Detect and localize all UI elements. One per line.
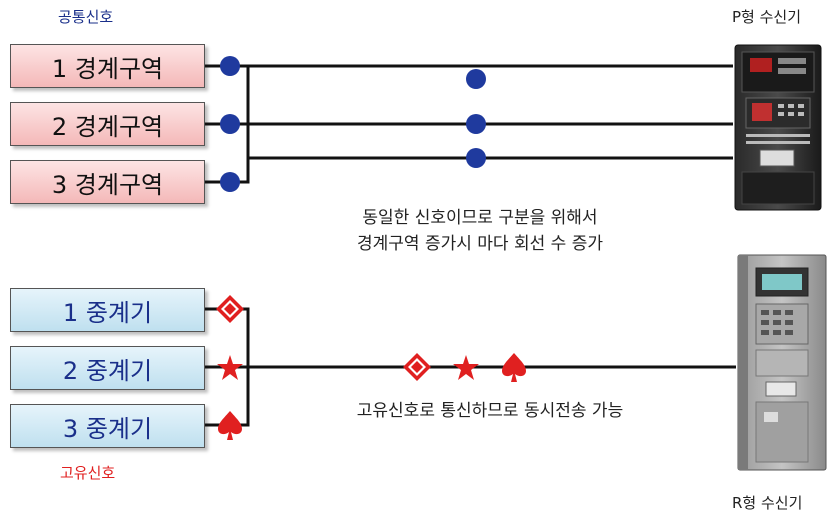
unique-signal-label: 고유신호 xyxy=(60,464,116,482)
repeater-box-3: 3 중계기 xyxy=(10,404,205,448)
spade-marker-line xyxy=(502,353,526,382)
spade-marker-repeater-3 xyxy=(218,411,242,440)
common-signal-markers xyxy=(220,56,486,192)
zone-box-3: 3 경계구역 xyxy=(10,160,205,204)
common-signal-note-line-2: 경계구역 증가시 마다 회선 수 증가 xyxy=(357,234,603,254)
circle-marker-line-2 xyxy=(466,114,486,134)
common-signal-label: 공통신호 xyxy=(58,8,114,26)
unique-signal-markers xyxy=(216,295,526,440)
r-type-receiver-label: R형 수신기 xyxy=(732,494,803,512)
p-type-receiver-label: P형 수신기 xyxy=(732,8,802,26)
star-marker-repeater-2 xyxy=(217,355,243,380)
unique-signal-note: 고유신호로 통신하므로 동시전송 가능 xyxy=(356,401,624,421)
star-marker-line xyxy=(453,355,479,380)
r-type-receiver-icon xyxy=(737,254,827,471)
circle-marker-zone-1 xyxy=(220,56,240,76)
circle-marker-zone-2 xyxy=(220,114,240,134)
circle-marker-line-3 xyxy=(466,148,486,168)
circle-marker-line-1 xyxy=(466,69,486,89)
diamond-marker-line xyxy=(403,353,431,381)
repeater-box-1: 1 중계기 xyxy=(10,288,205,332)
p-type-receiver-icon xyxy=(734,44,822,211)
circle-marker-zone-3 xyxy=(220,172,240,192)
zone-box-1: 1 경계구역 xyxy=(10,44,205,88)
diamond-marker-repeater-1 xyxy=(216,295,244,323)
repeater-box-2: 2 중계기 xyxy=(10,346,205,390)
zone-box-2: 2 경계구역 xyxy=(10,102,205,146)
common-signal-note-line-1: 동일한 신호이므로 구분을 위해서 xyxy=(362,208,598,228)
